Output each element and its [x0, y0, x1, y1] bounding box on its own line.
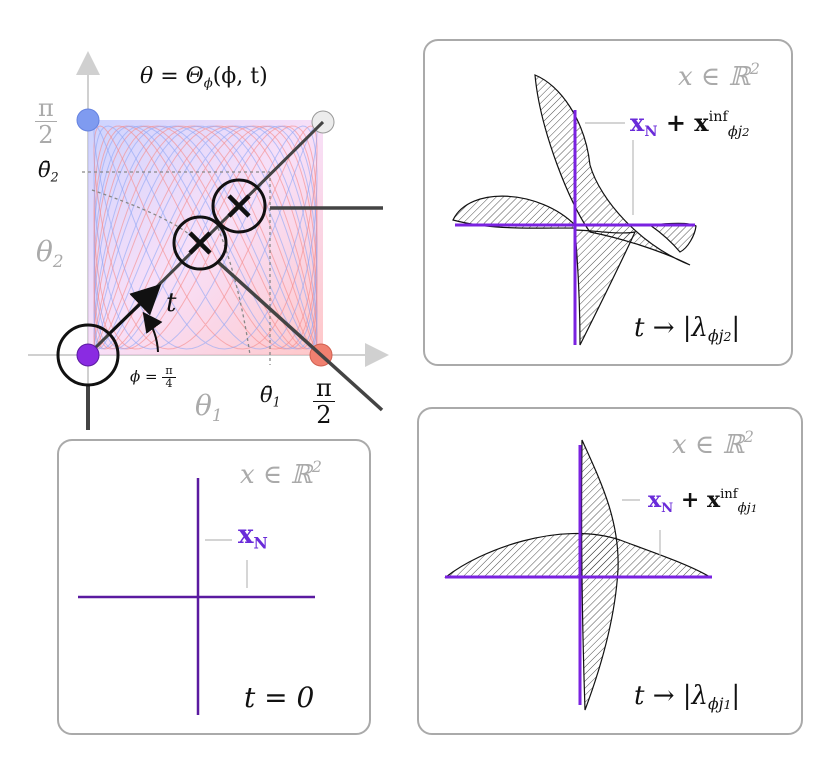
tr-vec-plus: + x: [657, 108, 709, 138]
phi-text: ϕ =: [130, 367, 158, 386]
tr-vec-base: x: [630, 108, 645, 138]
bl-space-sup: 2: [312, 458, 322, 476]
panel-bottom-left: [57, 439, 371, 735]
tr-limit: t → |λ: [634, 313, 709, 343]
br-space: x ∈ ℝ: [672, 429, 745, 460]
ytick-top-num: π: [35, 95, 57, 123]
t-label: t: [166, 290, 176, 316]
phi-num: π: [162, 364, 176, 379]
trajectory-curve: [93, 125, 318, 350]
y-axis-label: θ2: [36, 238, 64, 270]
origin-marker-ring: [56, 323, 120, 387]
trajectory-curve: [93, 125, 318, 350]
xtick-mid: θ̄: [260, 383, 273, 407]
theta-square-plot: [28, 51, 389, 430]
connector-to-bottom-panel: [216, 260, 384, 412]
br-limit-sub: ϕj: [708, 695, 724, 714]
br-space-label: x ∈ ℝ2: [672, 428, 754, 460]
br-vec-sub: ϕj: [737, 500, 751, 516]
trajectory-curve: [93, 125, 318, 350]
trajectory-curve: [93, 125, 318, 350]
tr-limit-label: t → |λϕj2|: [634, 315, 740, 345]
bl-time-label: t = 0: [244, 684, 314, 712]
tr-vec-sub: ϕj: [727, 124, 743, 141]
ylabel: θ: [36, 235, 53, 268]
panel-frame: [423, 39, 793, 366]
br-vec-base: x: [648, 487, 662, 514]
equilibrium-marker-j2: [172, 215, 228, 271]
t-text: t: [166, 288, 177, 318]
xtick-right-den: 2: [316, 401, 332, 430]
trajectory-curve: [93, 125, 318, 350]
ytick-mid-sub: 2: [50, 169, 59, 185]
tr-vector-label: xN + xinfϕj2: [630, 110, 749, 140]
corner-top-left: [76, 108, 100, 132]
tr-space-label: x ∈ ℝ2: [678, 60, 760, 92]
bl-vec-base: x: [238, 520, 254, 550]
br-vec-sub2: 1: [750, 502, 758, 515]
tr-limit-sub: ϕj: [708, 327, 724, 346]
x-axis-label: θ1: [195, 392, 223, 424]
tr-space: x ∈ ℝ: [678, 61, 751, 92]
ytick-top-den: 2: [38, 121, 54, 150]
br-limit-sub2: 1: [723, 697, 732, 713]
br-vec-sup: inf: [720, 487, 738, 502]
t-arrow: [108, 283, 162, 335]
xtick-mid-sub: 1: [272, 394, 281, 410]
tr-limit-end: |: [731, 313, 741, 343]
bl-vector-label: xN: [238, 522, 268, 551]
ylabel-sub: 2: [52, 250, 64, 271]
panel-top-right: [423, 39, 793, 366]
tr-vec-sup: inf: [708, 109, 728, 125]
xlabel: θ: [195, 389, 212, 422]
title-sub: ϕ: [203, 76, 213, 92]
trajectory-curve: [93, 125, 318, 350]
ytick-mid: θ̄: [38, 158, 51, 182]
br-vec-plus: + x: [673, 487, 721, 514]
bl-vec-base-sub: N: [253, 533, 268, 553]
tr-vec-base-sub: N: [644, 123, 658, 141]
br-limit: t → |λ: [634, 681, 709, 711]
br-limit-label: t → |λϕj1|: [634, 683, 740, 713]
ytick-theta-bar2: θ̄2: [38, 160, 59, 184]
main-title: θ = Θϕ(ϕ, t): [140, 66, 268, 91]
tr-vec-sub2: 2: [742, 125, 750, 140]
title-lhs: θ = Θ: [140, 64, 204, 89]
xlabel-sub: 1: [211, 404, 223, 425]
tr-limit-sub2: 2: [723, 329, 732, 345]
trajectory-curve: [93, 125, 318, 350]
br-vec-base-sub: N: [661, 500, 674, 516]
br-vector-label: xN + xinfϕj1: [648, 488, 757, 515]
br-limit-end: |: [731, 681, 741, 711]
xtick-right-num: π: [313, 375, 335, 403]
title-rhs: (ϕ, t): [212, 64, 268, 89]
xtick-theta-bar1: θ̄1: [260, 385, 281, 409]
tr-space-sup: 2: [750, 60, 760, 78]
origin-marker: [76, 343, 100, 367]
solution-fan-j1: [444, 439, 713, 711]
panel-bottom-right: [417, 407, 803, 735]
phi-den: 4: [165, 377, 173, 391]
bl-space-label: x ∈ ℝ2: [240, 458, 322, 490]
panel-frame: [417, 407, 803, 735]
bl-space: x ∈ ℝ: [240, 459, 313, 490]
bl-time: t = 0: [244, 681, 315, 714]
panel-frame: [57, 439, 371, 735]
equilibrium-marker-j1: [211, 178, 267, 234]
br-space-sup: 2: [744, 428, 754, 446]
phi-arc-arrow: [142, 311, 163, 353]
